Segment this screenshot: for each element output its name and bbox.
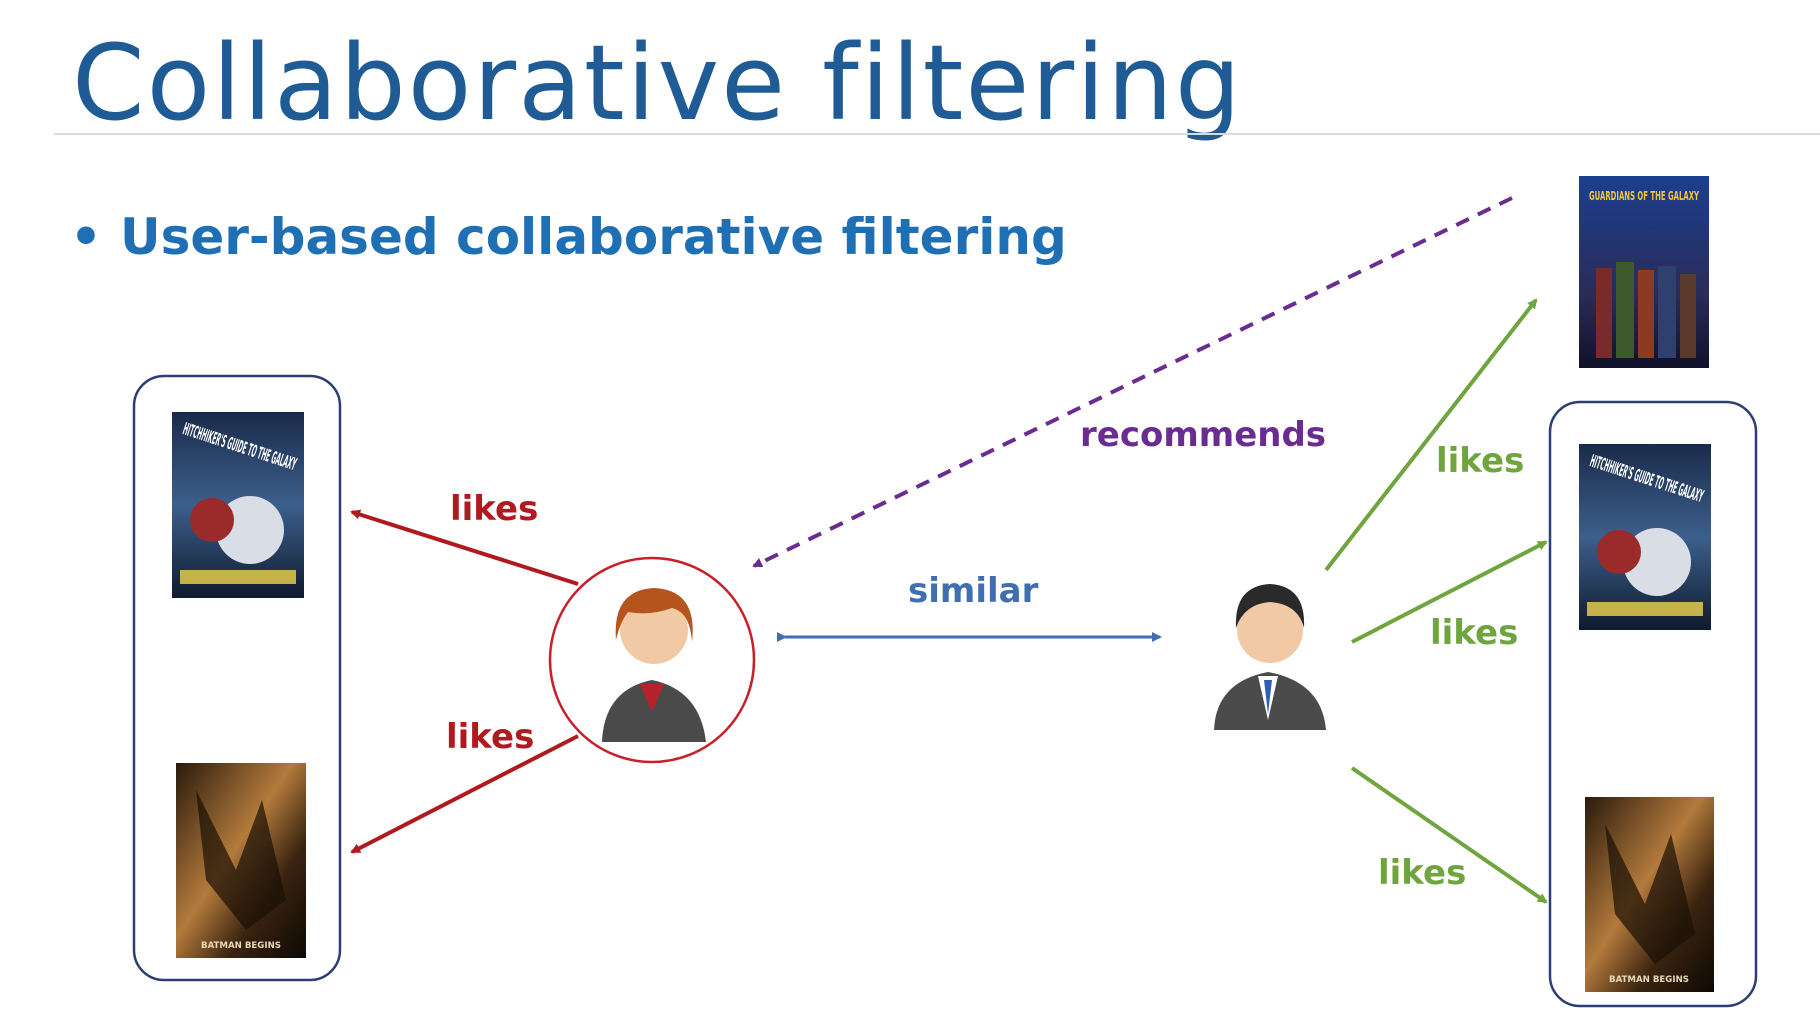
poster-batman-right: BATMAN BEGINS bbox=[1585, 797, 1714, 992]
label-likes-hitchhiker-right: likes bbox=[1430, 613, 1518, 653]
arrow-recommends bbox=[754, 198, 1512, 566]
label-likes-top-left: likes bbox=[450, 489, 538, 529]
poster-guardians-right: GUARDIANS OF THE GALAXY bbox=[1579, 176, 1709, 368]
poster-title-text: BATMAN BEGINS bbox=[201, 941, 281, 951]
male-user-icon bbox=[1214, 584, 1326, 730]
female-user-icon bbox=[550, 558, 754, 762]
poster-title-text: BATMAN BEGINS bbox=[1609, 975, 1689, 985]
label-likes-bottom-left: likes bbox=[446, 717, 534, 757]
label-likes-guardians: likes bbox=[1436, 441, 1524, 481]
label-likes-batman-right: likes bbox=[1378, 853, 1466, 893]
label-similar: similar bbox=[908, 571, 1039, 611]
label-recommends: recommends bbox=[1080, 415, 1326, 455]
arrow-likes-guardians bbox=[1326, 300, 1536, 570]
poster-batman-left: BATMAN BEGINS bbox=[176, 763, 306, 958]
poster-hitchhiker-right: HITCHHIKER'S GUIDE TO THE GALAXY bbox=[1579, 444, 1711, 630]
poster-title-text: GUARDIANS OF THE GALAXY bbox=[1589, 189, 1699, 203]
poster-hitchhiker-left: HITCHHIKER'S GUIDE TO THE GALAXY bbox=[172, 412, 304, 598]
